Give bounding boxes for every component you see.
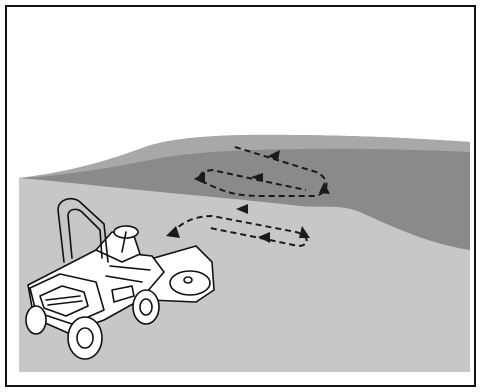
front-wheel-right-hub — [77, 328, 93, 348]
front-wheel-left — [26, 306, 46, 334]
mower-deck-hub — [184, 277, 192, 283]
rear-wheel-right-hub — [140, 299, 152, 315]
